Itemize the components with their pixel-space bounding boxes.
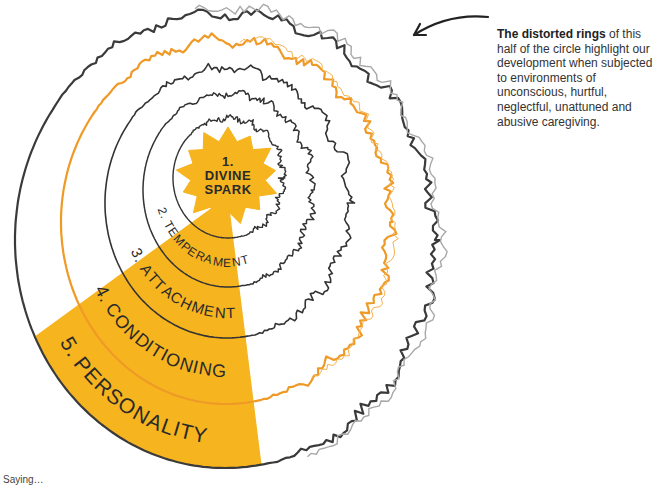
ring-line	[143, 91, 315, 288]
callout-note: The distorted rings of this half of the …	[497, 27, 661, 129]
ring-line	[15, 10, 440, 468]
ring-shadow-line	[240, 37, 398, 379]
band-label: 5. PERSONALITY	[15, 12, 435, 468]
highlight-wedge	[35, 196, 262, 468]
ring-line	[173, 115, 286, 238]
ring-shadow-line	[195, 4, 447, 457]
star-fill	[176, 127, 276, 224]
callout-heading: The distorted rings	[497, 27, 606, 41]
footer-note: Saying…	[3, 474, 44, 485]
spark-label: 1. DIVINE SPARK	[204, 155, 251, 197]
leader-arrow	[414, 16, 488, 35]
band-label: 4. CONDITIONING	[61, 40, 391, 404]
callout-body: of this half of the circle highlight our…	[497, 27, 652, 129]
ring-band: 4. CONDITIONING	[61, 40, 391, 404]
ring-line	[61, 33, 396, 404]
ring-band: 5. PERSONALITY	[15, 12, 435, 468]
ring-line	[105, 64, 355, 338]
spark-star: 1. DIVINE SPARK	[176, 127, 280, 225]
arrow-head	[414, 24, 426, 35]
